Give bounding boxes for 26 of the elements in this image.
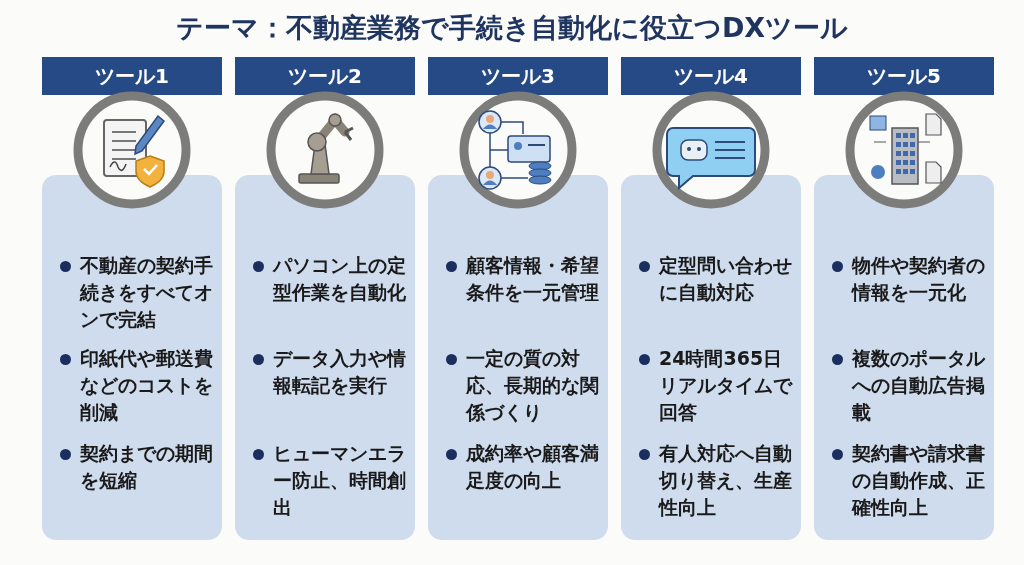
bullet-text: 物件や契約者の情報を一元化 (852, 253, 986, 305)
bullet-text: 定型問い合わせに自動対応 (659, 253, 793, 305)
column-header: ツール2 (235, 57, 415, 95)
card (814, 175, 994, 540)
bullet-text: 顧客情報・希望条件を一元管理 (466, 253, 600, 305)
bullet-text: 成約率や顧客満足度の向上 (466, 441, 600, 493)
card (42, 175, 222, 540)
title: テーマ：不動産業務で手続き自動化に役立つDXツール (174, 11, 850, 45)
bullet-text: 一定の質の対応、長期的な関係づくり (466, 346, 600, 425)
bullet-text: 契約書や請求書の自動作成、正確性向上 (852, 441, 986, 520)
column-header: ツール5 (814, 57, 994, 95)
bullet-text: 有人対応へ自動切り替え、生産性向上 (659, 441, 793, 520)
bullet-text: ヒューマンエラー防止、時間創出 (273, 441, 407, 520)
bullet-text: 印紙代や郵送費などのコストを削減 (80, 346, 214, 425)
card (621, 175, 801, 540)
card (428, 175, 608, 540)
bullet-text: 契約までの期間を短縮 (80, 441, 214, 493)
card (235, 175, 415, 540)
column-header: ツール3 (428, 57, 608, 95)
bullet-text: 不動産の契約手続きをすべてオンで完結 (80, 253, 214, 332)
bullet-text: データ入力や情報転記を実行 (273, 346, 407, 398)
column-header: ツール4 (621, 57, 801, 95)
bullet-text: パソコン上の定型作業を自動化 (273, 253, 407, 305)
column-header: ツール1 (42, 57, 222, 95)
bullet-text: 複数のポータルへの自動広告掲載 (852, 346, 986, 425)
bullet-text: 24時間365日リアルタイムで回答 (659, 346, 794, 425)
